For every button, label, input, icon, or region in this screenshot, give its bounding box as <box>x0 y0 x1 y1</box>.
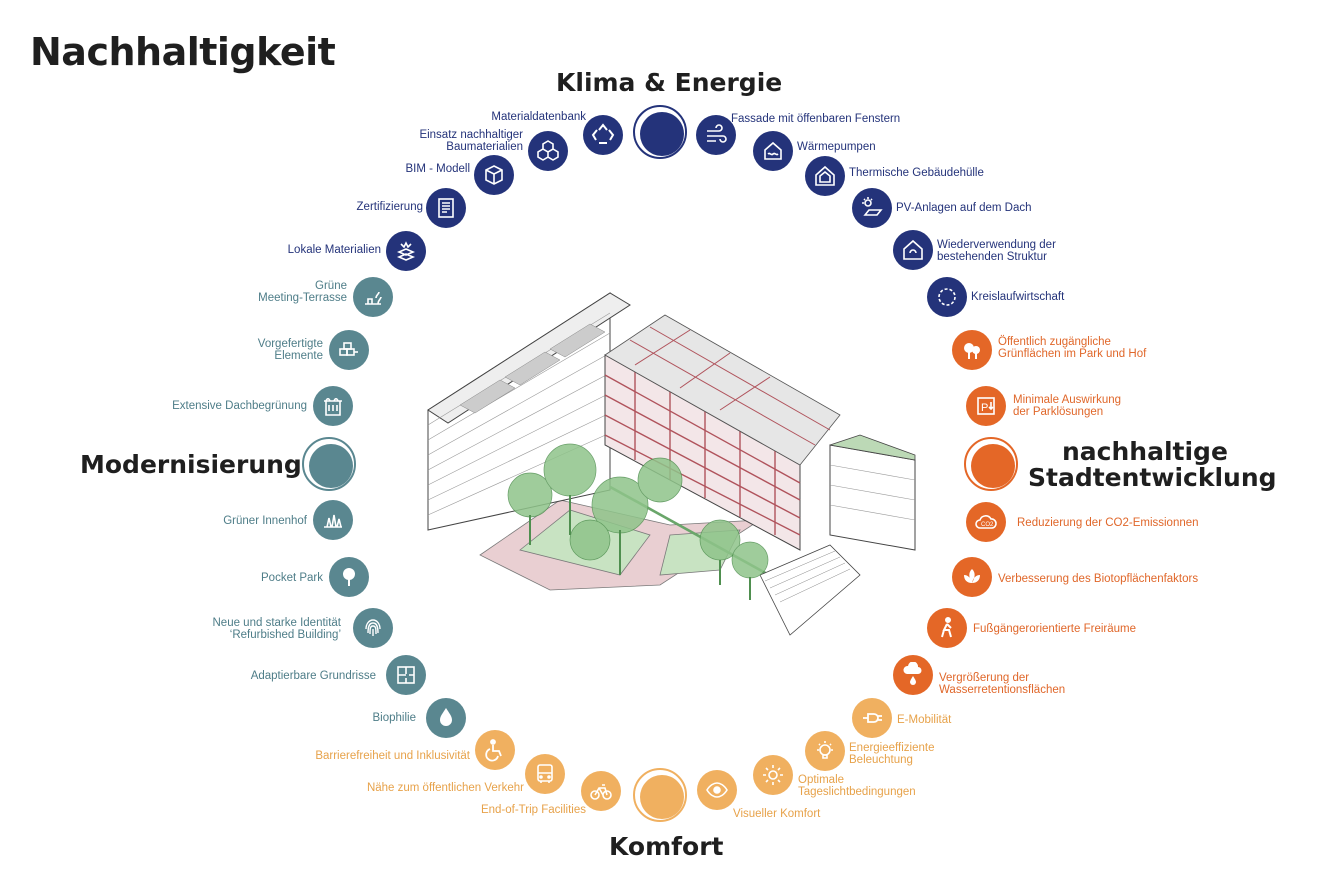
page-title: Nachhaltigkeit <box>30 30 336 74</box>
category-modernisierung: Modernisierung <box>80 450 302 479</box>
daylight-sun-icon <box>753 755 793 795</box>
category-komfort: Komfort <box>609 832 724 861</box>
green-roof-icon <box>313 386 353 426</box>
co2-cloud-icon: CO2 <box>966 502 1006 542</box>
bicycle-icon <box>581 771 621 811</box>
tageslicht-label: Optimale Tageslichtbedingungen <box>798 774 916 798</box>
pedestrian-icon <box>927 608 967 648</box>
gruener-innenhof-label: Grüner Innenhof <box>223 515 307 527</box>
wasserretention-label: Vergrößerung der Wasserretentionsflächen <box>939 672 1066 696</box>
building-materials-icon <box>528 131 568 171</box>
stadt-category-circle <box>964 437 1018 491</box>
biotope-leaf-icon <box>952 557 992 597</box>
eye-icon <box>697 770 737 810</box>
bim-cube-icon <box>474 155 514 195</box>
biotop-label: Verbesserung des Biotopflächenfaktors <box>998 573 1199 585</box>
courtyard-grass-icon <box>313 500 353 540</box>
komfort-category-circle <box>633 768 687 822</box>
thermische-huelle-label: Thermische Gebäudehülle <box>849 167 984 179</box>
wiederverwendung-label: Wiederverwendung der bestehenden Struktu… <box>937 239 1056 263</box>
ev-plug-icon <box>852 698 892 738</box>
gruenflaechen-label: Öffentlich zugängliche Grünflächen im Pa… <box>998 336 1147 360</box>
category-stadtentwicklung-line2: Stadtentwicklung <box>1028 463 1277 492</box>
public-green-trees-icon <box>952 330 992 370</box>
svg-text:P: P <box>981 402 988 414</box>
kreislaufwirtschaft-label: Kreislaufwirtschaft <box>971 291 1065 303</box>
fassade-label: Fassade mit öffenbaren Fenstern <box>731 113 901 125</box>
svg-text:CO2: CO2 <box>981 522 994 528</box>
bus-icon <box>525 754 565 794</box>
modernisierung-category-circle <box>302 437 356 491</box>
heat-pump-icon <box>753 131 793 171</box>
lokale-materialien-label: Lokale Materialien <box>287 244 381 256</box>
recycle-icon <box>583 115 623 155</box>
thermal-envelope-icon <box>805 156 845 196</box>
biophilia-icon <box>426 698 466 738</box>
dachbegruenung-label: Extensive Dachbegrünung <box>172 400 307 412</box>
klima-category-circle <box>633 105 687 159</box>
tree-icon <box>329 557 369 597</box>
meeting-terrasse-label: Grüne Meeting-Terrasse <box>258 280 347 304</box>
category-klima-energie: Klima & Energie <box>556 68 783 97</box>
building-axonometric-illustration <box>427 292 916 636</box>
parking-icon: P <box>966 386 1006 426</box>
category-stadtentwicklung-line1: nachhaltige <box>1062 437 1228 466</box>
bim-modell-label: BIM - Modell <box>405 163 470 175</box>
co2-reduzierung-label: Reduzierung der CO2-Emissionnen <box>1017 517 1199 529</box>
pocket-park-label: Pocket Park <box>261 572 323 584</box>
pv-anlagen-label: PV-Anlagen auf dem Dach <box>896 202 1032 214</box>
meeting-terrace-icon <box>353 277 393 317</box>
parkloesungen-label: Minimale Auswirkung der Parklösungen <box>1013 394 1122 418</box>
certificate-icon <box>426 188 466 228</box>
prefab-elements-icon <box>329 330 369 370</box>
materialdatenbank-label: Materialdatenbank <box>491 111 586 123</box>
barrierefreiheit-label: Barrierefreiheit und Inklusivität <box>315 750 470 762</box>
biophilie-label: Biophilie <box>372 712 416 724</box>
grundrisse-label: Adaptierbare Grundrisse <box>250 670 376 682</box>
zertifizierung-label: Zertifizierung <box>356 201 423 213</box>
visueller-komfort-label: Visueller Komfort <box>733 808 821 820</box>
circular-economy-icon <box>927 277 967 317</box>
local-materials-icon <box>386 231 426 271</box>
wheelchair-icon <box>475 730 515 770</box>
reuse-structure-icon <box>893 230 933 270</box>
water-retention-icon <box>893 655 933 695</box>
beleuchtung-label: Energieeffiziente Beleuchtung <box>849 742 935 766</box>
fingerprint-icon <box>353 608 393 648</box>
light-bulb-icon <box>805 731 845 771</box>
e-mobilitaet-label: E-Mobilität <box>897 714 952 726</box>
solar-panel-icon <box>852 188 892 228</box>
wind-facade-icon <box>696 115 736 155</box>
end-of-trip-label: End-of-Trip Facilities <box>480 804 586 816</box>
floor-plan-icon <box>386 655 426 695</box>
freiraeume-label: Fußgängerorientierte Freiräume <box>973 623 1136 635</box>
baumaterialien-label: Einsatz nachhaltiger Baumaterialien <box>419 129 523 153</box>
oepnv-label: Nähe zum öffentlichen Verkehr <box>366 782 524 794</box>
waermepumpen-label: Wärmepumpen <box>797 141 876 153</box>
vorgefertigte-elemente-label: Vorgefertigte Elemente <box>257 338 323 362</box>
identitaet-label: Neue und starke Identität ‘Refurbished B… <box>212 617 342 641</box>
